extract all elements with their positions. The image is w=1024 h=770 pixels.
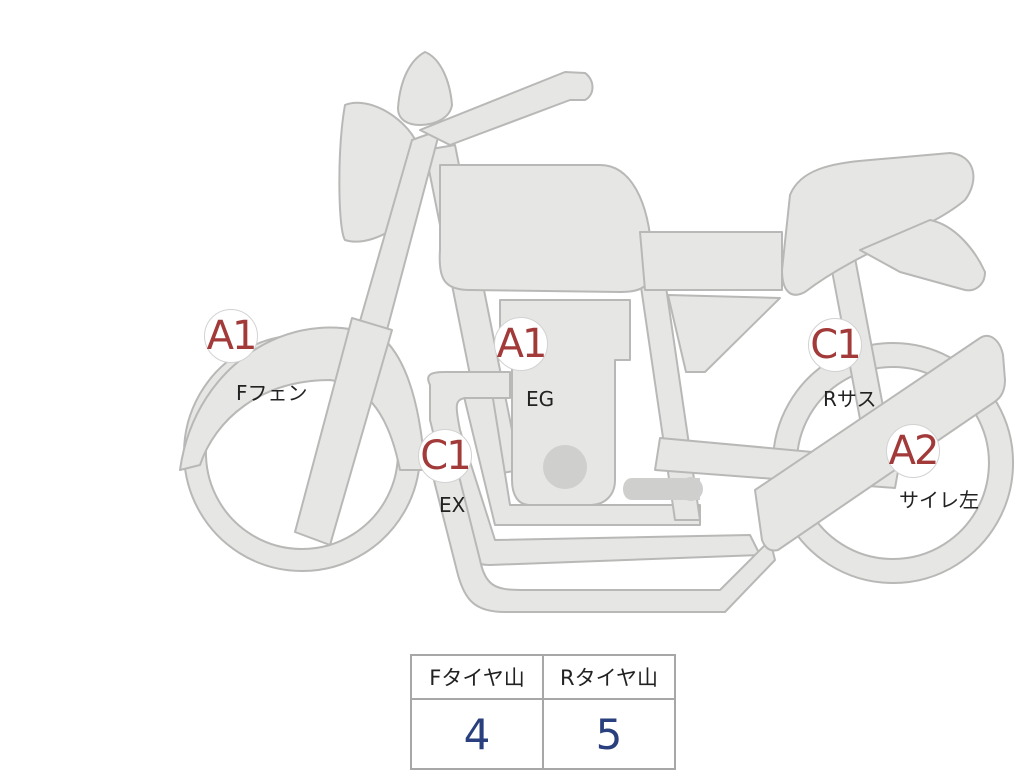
handlebar <box>419 71 594 146</box>
marker-label-r-suspension: Rサス <box>823 387 877 411</box>
rear-cowl <box>859 219 986 292</box>
rear-tire-header: Rタイヤ山 <box>542 654 676 700</box>
meter <box>397 51 453 126</box>
fork-boot <box>294 317 393 546</box>
grade-marker-f-fender: A1 <box>204 309 258 363</box>
side-panel <box>667 294 781 373</box>
marker-label-exhaust: EX <box>439 493 466 517</box>
grade-marker-engine: A1 <box>494 317 548 371</box>
marker-label-f-fender: Fフェン <box>236 381 308 405</box>
tire-table-value-row: 4 5 <box>410 698 676 770</box>
marker-label-silencer-left: サイレ左 <box>899 488 979 512</box>
engine-cover <box>543 445 587 489</box>
front-tire-header: Fタイヤ山 <box>410 654 544 700</box>
rear-tire-value: 5 <box>542 698 676 770</box>
seat <box>781 152 975 296</box>
front-tire-value: 4 <box>410 698 544 770</box>
silencer <box>754 335 1006 552</box>
tire-tread-table: Fタイヤ山 Rタイヤ山 4 5 <box>410 654 676 770</box>
fuel-tank <box>438 164 653 293</box>
grade-marker-r-suspension: C1 <box>808 318 862 372</box>
exhaust-pipe-lower <box>424 439 776 613</box>
side-cover <box>639 231 783 291</box>
tire-table-header-row: Fタイヤ山 Rタイヤ山 <box>410 654 676 700</box>
grade-marker-exhaust: C1 <box>418 429 472 483</box>
marker-label-engine: EG <box>526 387 555 411</box>
footpeg-end <box>679 477 703 501</box>
grade-marker-silencer-left: A2 <box>886 424 940 478</box>
